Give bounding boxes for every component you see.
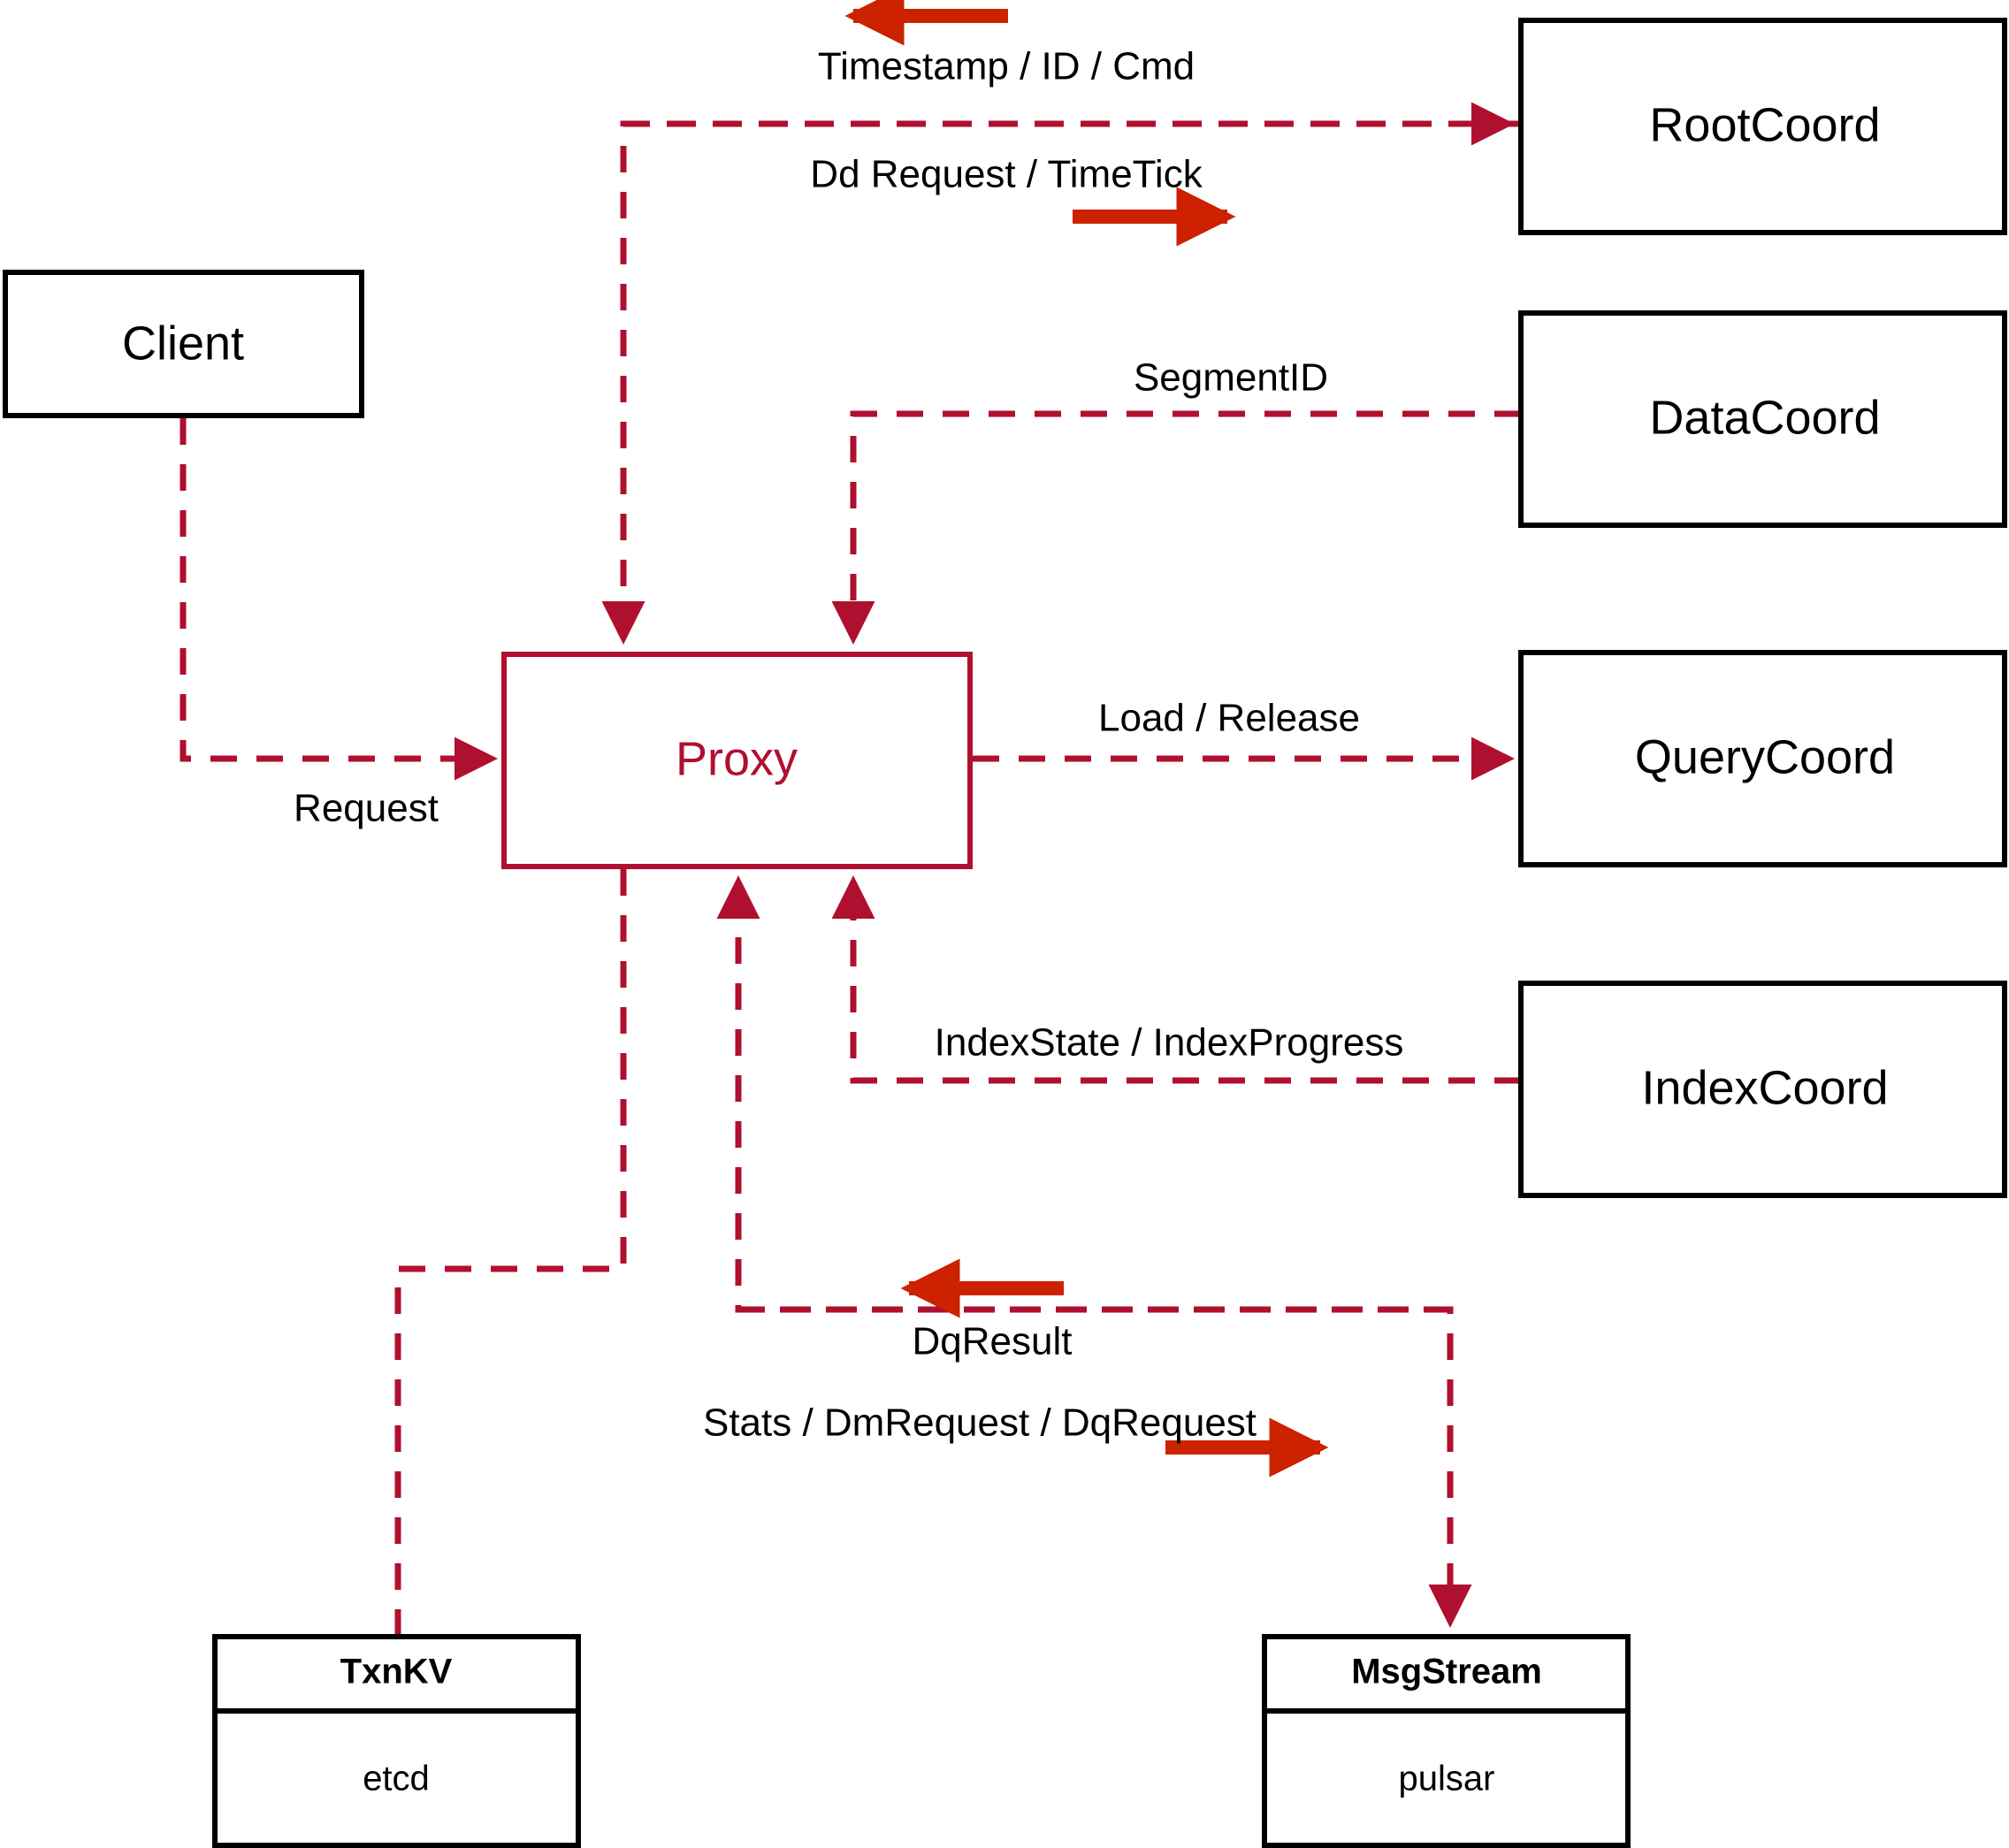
connector-rootcoord-to-proxy: [601, 120, 1521, 645]
datacoord-label: DataCoord: [1649, 391, 1880, 444]
txnkv-box: [212, 1634, 581, 1848]
txnkv-body: etcd: [363, 1760, 430, 1798]
node-querycoord[interactable]: QueryCoord: [1518, 650, 2007, 867]
indexcoord-box: [1518, 981, 2007, 1198]
txnkv-title: TxnKV: [340, 1653, 453, 1691]
edge-label-indexstate-indexprogress: IndexState / IndexProgress: [935, 1021, 1404, 1065]
querycoord-label: QueryCoord: [1635, 730, 1895, 783]
datacoord-box: [1518, 310, 2007, 528]
node-proxy[interactable]: Proxy: [501, 652, 973, 869]
node-indexcoord[interactable]: IndexCoord: [1518, 981, 2007, 1198]
client-box: [3, 270, 364, 418]
msgstream-box: [1262, 1634, 1631, 1848]
connector-indexcoord-to-proxy: [831, 875, 1521, 1084]
connector-proxy-to-msgstream: [738, 1306, 1472, 1628]
node-datacoord[interactable]: DataCoord: [1518, 310, 2007, 528]
edge-label-load-release: Load / Release: [1098, 697, 1360, 740]
connector-datacoord-to-proxy: [831, 410, 1521, 645]
edge-label-timestamp-id-cmd: Timestamp / ID / Cmd: [818, 45, 1195, 88]
node-msgstream[interactable]: MsgStream pulsar: [1262, 1634, 1631, 1848]
rootcoord-label: RootCoord: [1649, 98, 1880, 151]
node-client[interactable]: Client: [3, 270, 364, 418]
edge-label-stats-dmrequest-dqrequest: Stats / DmRequest / DqRequest: [703, 1401, 1257, 1445]
rootcoord-box: [1518, 18, 2007, 235]
msgstream-body: pulsar: [1399, 1760, 1495, 1798]
querycoord-box: [1518, 650, 2007, 867]
proxy-box: [501, 652, 973, 869]
connector-proxy-to-txnkv: [394, 869, 627, 1634]
proxy-label: Proxy: [676, 732, 798, 785]
node-txnkv[interactable]: TxnKV etcd: [212, 1634, 581, 1848]
connector-client-to-proxy: [180, 418, 498, 781]
edge-label-dd-request-timetick: Dd Request / TimeTick: [810, 153, 1203, 196]
edge-label-request: Request: [294, 787, 439, 830]
msgstream-title: MsgStream: [1351, 1653, 1542, 1691]
node-rootcoord[interactable]: RootCoord: [1518, 18, 2007, 235]
client-label: Client: [122, 317, 244, 370]
edge-label-segmentid: SegmentID: [1134, 356, 1328, 400]
edge-label-dqresult: DqResult: [913, 1320, 1073, 1363]
indexcoord-label: IndexCoord: [1641, 1061, 1888, 1114]
connector-msgstream-to-proxy: [716, 875, 1450, 1313]
